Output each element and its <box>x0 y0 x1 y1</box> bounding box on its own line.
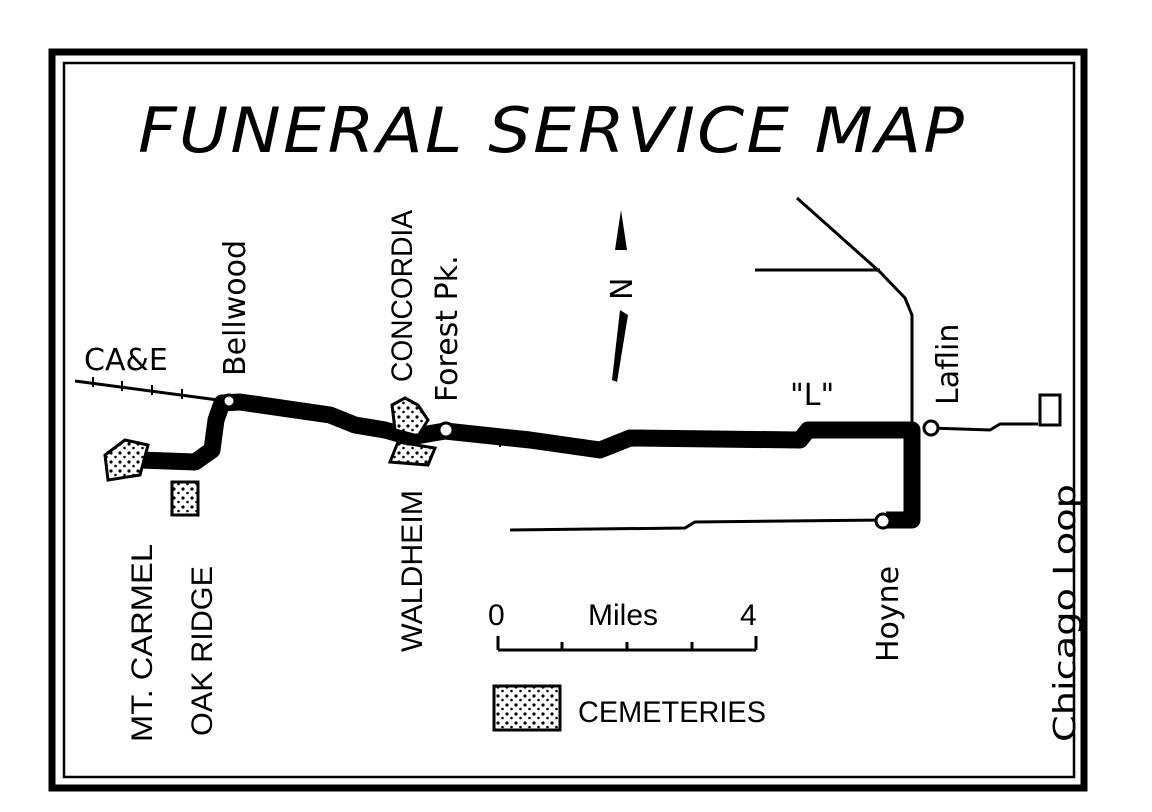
svg-text:N: N <box>605 278 640 300</box>
loop-terminal-icon <box>1038 393 1062 427</box>
l-label: "L" <box>790 378 834 413</box>
hoyne-station-icon <box>874 512 892 530</box>
oak-ridge-cemetery <box>170 480 200 517</box>
inner-frame <box>62 61 1076 779</box>
stations <box>221 393 940 530</box>
scale-end-label: 4 <box>740 599 757 632</box>
loop-connector-line <box>929 422 1038 432</box>
oak-ridge-label: OAK RIDGE <box>186 566 219 736</box>
forest-park-station-icon <box>437 421 455 439</box>
legend: CEMETERIES <box>492 684 766 732</box>
north-branch-line <box>796 196 914 428</box>
cae-label: CA&E <box>84 343 168 378</box>
map-title: FUNERAL SERVICE MAP <box>138 94 966 167</box>
mt-carmel-label: MT. CARMEL <box>126 544 159 742</box>
scale-start-label: 0 <box>488 599 505 632</box>
scale-unit-label: Miles <box>588 599 658 632</box>
hoyne-label: Hoyne <box>871 566 906 662</box>
funeral-route-line <box>139 393 921 529</box>
cae-line <box>74 379 219 402</box>
north-arrow-icon: N <box>605 210 640 382</box>
laflin-label: Laflin <box>931 324 966 405</box>
cemeteries-legend-label: CEMETERIES <box>578 696 766 729</box>
cemetery-legend-swatch <box>492 684 562 732</box>
chicago-loop-label: Chicago Loop <box>1048 484 1083 742</box>
scale-bar: 0 Miles 4 <box>488 599 758 652</box>
hoyne-line <box>509 518 886 532</box>
concordia-label: CONCORDIA <box>386 210 419 382</box>
bellwood-label: Bellwood <box>218 240 253 376</box>
forest-park-label: Forest Pk. <box>430 255 465 402</box>
outer-frame <box>48 48 1088 792</box>
mt-carmel-cemetery <box>103 438 150 482</box>
waldheim-cemetery <box>387 440 438 467</box>
thin-rail-lines <box>74 196 1038 532</box>
cemeteries <box>103 396 438 517</box>
waldheim-label: WALDHEIM <box>396 490 429 652</box>
bellwood-station-icon <box>221 393 237 409</box>
concordia-cemetery <box>390 396 430 438</box>
laflin-station-icon <box>922 419 940 437</box>
